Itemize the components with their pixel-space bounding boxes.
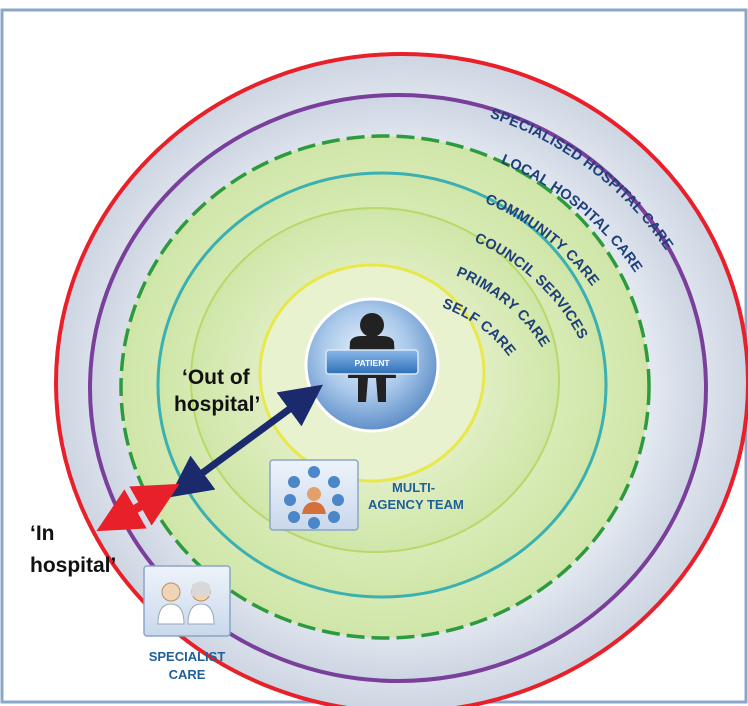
doctors-icon xyxy=(157,581,215,625)
specialist-card-bg xyxy=(143,565,231,637)
multi-agency-team-card xyxy=(269,459,359,531)
patient-banner xyxy=(325,349,419,375)
specialist-care-line1: SPECIALIST xyxy=(149,649,226,664)
person-icon xyxy=(302,487,326,514)
in-hospital-arrow xyxy=(96,483,180,532)
patient-label: PATIENT xyxy=(354,358,390,368)
in-hospital-line1: ‘In xyxy=(30,522,55,545)
out-of-hospital-line1: ‘Out of xyxy=(182,366,251,389)
in-hospital-line2: hospital’ xyxy=(30,554,116,577)
multi-agency-line2: AGENCY TEAM xyxy=(368,497,464,512)
patient-node: PATIENT xyxy=(304,297,440,433)
out-of-hospital-line2: hospital’ xyxy=(174,393,260,416)
specialist-care-card xyxy=(143,565,231,637)
multi-agency-line1: MULTI- xyxy=(392,480,435,495)
out-of-hospital-arrow xyxy=(169,384,323,498)
team-circle-icon xyxy=(284,466,344,529)
specialist-care-line2: CARE xyxy=(169,667,206,682)
